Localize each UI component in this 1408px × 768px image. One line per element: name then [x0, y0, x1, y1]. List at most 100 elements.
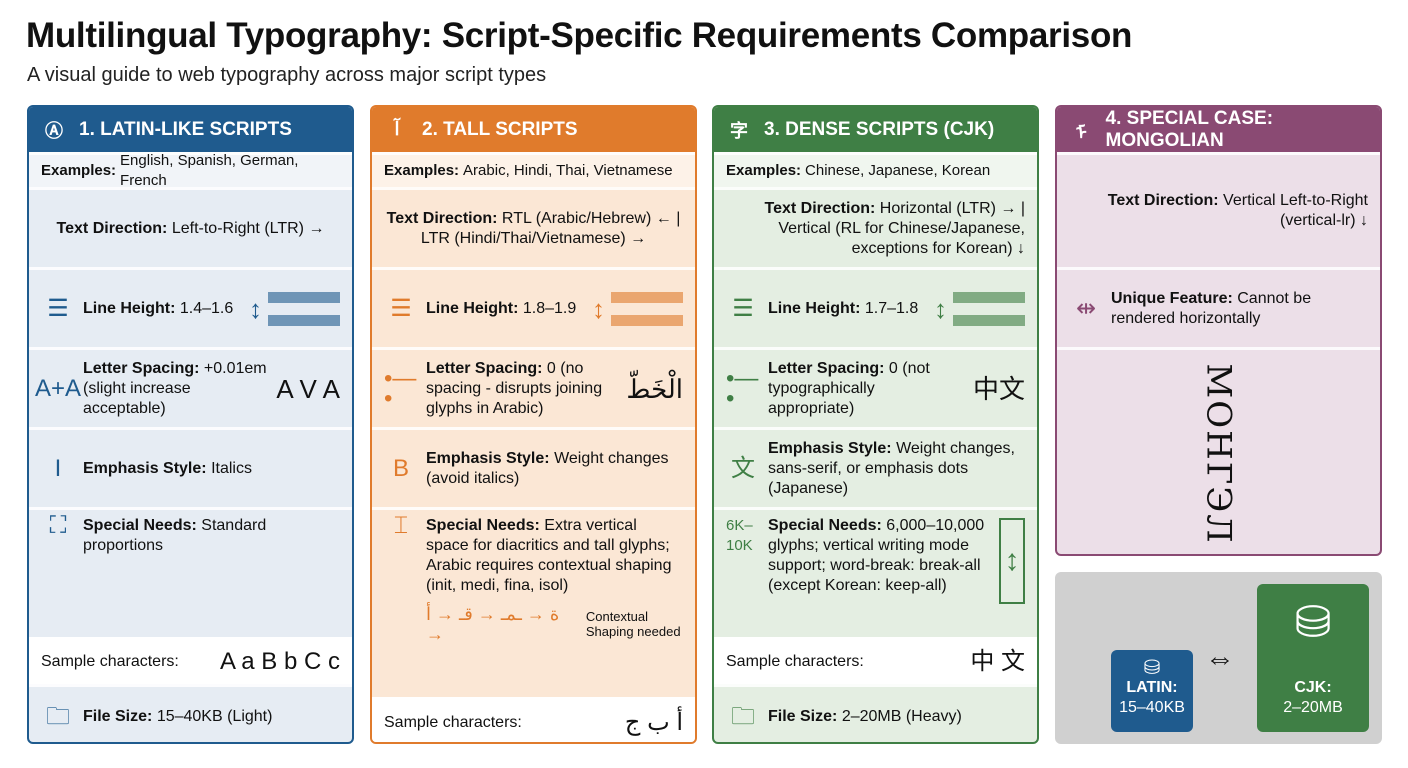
double-arrow-icon: ↕ [592, 293, 605, 324]
line-bar [953, 314, 1025, 326]
latin-size-value: 15–40KB [1119, 699, 1185, 716]
row-label: Special Needs: [768, 517, 882, 534]
mongolian-letter-icon: ᠮ [1075, 123, 1087, 143]
cjk-character-icon: 字 [730, 120, 748, 141]
examples-label: Examples: [384, 162, 460, 179]
column-title: 2. TALL SCRIPTS [422, 118, 578, 140]
row-text: Text Direction: Vertical Left-to-Right (… [1069, 191, 1368, 231]
row-text: Line Height: 1.8–1.9 [426, 299, 584, 319]
info-row: ⛶Special Needs: Standard proportions [29, 507, 352, 637]
info-row: Text Direction: RTL (Arabic/Hebrew) ← | … [372, 187, 695, 267]
sample-label: Sample characters: [41, 653, 179, 670]
examples-value: Arabic, Hindi, Thai, Vietnamese [463, 162, 673, 179]
row-value: Cannot be rendered horizontally [1111, 289, 1312, 327]
line-height-visual: ↕ [249, 291, 340, 326]
info-row: 🗀 File Size: 15–40KB (Light) [29, 684, 352, 742]
row-text: Line Height: 1.4–1.6 [83, 299, 241, 319]
row-text: Text Direction: Horizontal (LTR) → | Ver… [726, 199, 1026, 259]
letter-spacing-sample: A V A [276, 373, 340, 404]
row-value: 6,000–10,000 glyphs; vertical writing mo… [768, 517, 985, 594]
row-label: File Size: [83, 707, 153, 725]
info-row: ☰ Line Height: 1.4–1.6 ↕ [29, 267, 352, 347]
row-label: Text Direction: [764, 199, 876, 217]
row-text: Special Needs: 6,000–10,000 glyphs; vert… [768, 516, 991, 596]
examples-label: Examples: [726, 162, 802, 179]
column-card: Ⓐ 1. LATIN-LIKE SCRIPTS Examples:English, … [27, 105, 354, 744]
folder-icon: 🗀 [46, 702, 70, 730]
joined-dots-icon: •—• [384, 364, 417, 412]
cjk-size-label: CJK: [1294, 679, 1332, 696]
column-title: 4. SPECIAL CASE: MONGOLIAN [1105, 107, 1274, 151]
line-bar [611, 291, 683, 303]
letter-spacing-icon: A+A [34, 374, 82, 402]
column-title: 3. DENSE SCRIPTS (CJK) [764, 118, 995, 140]
row-text: Special Needs: Extra vertical space for … [426, 516, 683, 644]
joined-dots-icon: •—• [726, 364, 759, 412]
column-header: Ⓐ 1. LATIN-LIKE SCRIPTS [29, 107, 352, 152]
arabic-letter-icon: آ [394, 119, 400, 139]
bold-icon: B [392, 454, 409, 482]
row-text: Emphasis Style: Weight changes, sans-ser… [768, 439, 1025, 499]
page-subtitle: A visual guide to web typography across … [27, 64, 547, 86]
row-label: File Size: [768, 707, 838, 725]
row-value: Left-to-Right (LTR) → [171, 219, 325, 237]
row-value: Standard proportions [83, 517, 267, 554]
row-value: 1.4–1.6 [179, 299, 234, 317]
file-size-comparison: ⛁ LATIN: 15–40KB ⇔ ⛁ CJK: 2–20MB [1055, 572, 1382, 744]
ex-row: Examples:Arabic, Hindi, Thai, Vietnamese [372, 152, 695, 187]
sample-label: Sample characters: [384, 714, 522, 731]
folder-icon: 🗀 [731, 702, 755, 730]
row-value: +0.01em (slight increase acceptable) [83, 359, 267, 417]
page-title: Multilingual Typography: Script-Specific… [26, 16, 1133, 55]
row-value: 0 (not typographically appropriate) [768, 359, 930, 417]
cjk-size-badge: ⛁ CJK: 2–20MB [1257, 584, 1369, 732]
row-text: Emphasis Style: Italics [83, 459, 340, 479]
info-row: ☰ Line Height: 1.8–1.9 ↕ [372, 267, 695, 347]
lines-icon: ☰ [390, 294, 412, 322]
row-text: Unique Feature: Cannot be rendered horiz… [1111, 289, 1368, 329]
ex-row: Examples:English, Spanish, German, Frenc… [29, 152, 352, 189]
sample-label: Sample characters: [726, 653, 864, 670]
info-row: Text Direction: Horizontal (LTR) → | Ver… [714, 187, 1037, 267]
row-value: 1.7–1.8 [864, 299, 919, 317]
sample-row: Sample characters:A a B b C c [29, 637, 352, 684]
info-row: ⇹Unique Feature: Cannot be rendered hori… [1057, 267, 1380, 347]
row-text: Emphasis Style: Weight changes (avoid it… [426, 449, 683, 489]
sample-row: Sample characters:أ ب ج [372, 697, 695, 742]
lines-icon: ☰ [47, 294, 69, 322]
shaping-note: Contextual Shaping needed [585, 609, 681, 639]
tall-glyph-icon: ⌶ [393, 512, 409, 539]
info-row: Text Direction: Left-to-Right (LTR) → [29, 187, 352, 267]
row-label: Emphasis Style: [426, 449, 550, 467]
row-label: Special Needs: [83, 517, 197, 534]
info-row: •—•Letter Spacing: 0 (not typographicall… [714, 347, 1037, 427]
row-text: Special Needs: Standard proportions [83, 516, 340, 556]
info-row: ⌶ Special Needs: Extra vertical space for… [372, 507, 695, 697]
info-row: •—•Letter Spacing: 0 (no spacing - disru… [372, 347, 695, 427]
line-bar [611, 314, 683, 326]
row-label: Unique Feature: [1111, 289, 1233, 307]
database-icon: ⛁ [1143, 657, 1161, 679]
row-label: Letter Spacing: [426, 359, 543, 377]
emphasis-dot-icon: 文 [731, 454, 755, 482]
column-card: ᠮ 4. SPECIAL CASE: MONGOLIAN Text Directio… [1055, 105, 1382, 556]
row-value: 2–20MB (Heavy) [841, 707, 962, 725]
examples-value: Chinese, Japanese, Korean [805, 162, 991, 179]
ex-row: Examples:Chinese, Japanese, Korean [714, 152, 1037, 187]
line-bar [953, 291, 1025, 303]
row-value: 15–40KB (Light) [156, 707, 273, 725]
info-row: 🗀 File Size: 2–20MB (Heavy) [714, 684, 1037, 742]
column-header: آ 2. TALL SCRIPTS [372, 107, 695, 152]
column-header: ᠮ 4. SPECIAL CASE: MONGOLIAN [1057, 107, 1380, 152]
info-row: B Emphasis Style: Weight changes (avoid i… [372, 427, 695, 507]
column-title: 1. LATIN-LIKE SCRIPTS [79, 118, 292, 140]
letter-a-circle-icon: Ⓐ [45, 120, 63, 141]
info-row: Text Direction: Vertical Left-to-Right (… [1057, 152, 1380, 267]
info-row: 文 Emphasis Style: Weight changes, sans-se… [714, 427, 1037, 507]
mongolian-vertical-text: МОНГЭЛ [1198, 363, 1239, 545]
row-text: Text Direction: Left-to-Right (LTR) → [41, 219, 340, 239]
examples-value: English, Spanish, German, French [120, 152, 299, 189]
